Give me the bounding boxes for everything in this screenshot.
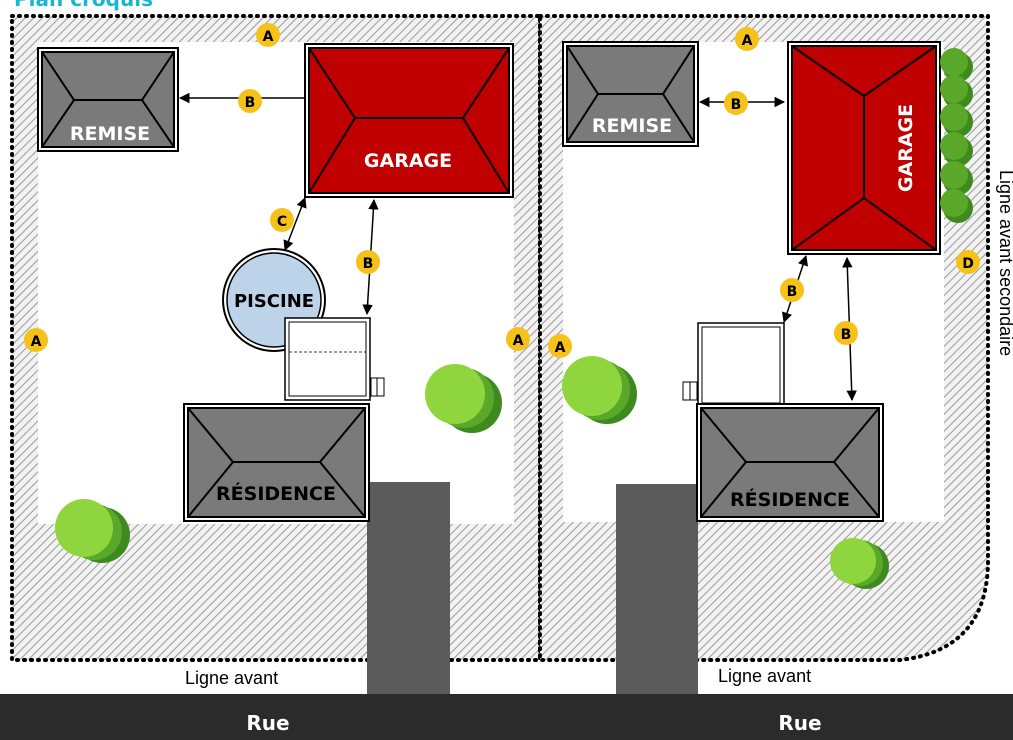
front-line-label-right: Ligne avant [718,666,811,686]
right-residence-label: RÉSIDENCE [730,488,850,511]
arrow-c-garage-pool [283,197,307,251]
secondary-front-line-label: Ligne avant secondaire [996,170,1013,356]
right-shed: REMISE [562,41,699,147]
front-line-label-left: Ligne avant [185,668,278,688]
svg-text:A: A [31,334,42,350]
marker-b-right-shed: B [724,91,748,115]
left-driveway [367,482,450,694]
svg-text:B: B [245,95,256,111]
left-garage: GARAGE [304,43,514,198]
marker-c-pool: C [270,208,294,232]
right-deck [682,322,785,408]
marker-b-left-garage-deck: B [356,250,380,274]
left-residence: RÉSIDENCE [183,403,370,522]
hedge-right [940,48,973,223]
right-driveway [616,484,698,694]
shrub-right-middle [562,356,637,424]
svg-text:A: A [513,333,524,349]
marker-b-right-garage-residence: B [834,321,858,345]
right-garage: GARAGE [787,41,941,255]
svg-text:B: B [731,97,742,113]
left-shed-label: REMISE [70,123,150,145]
svg-text:B: B [841,327,852,343]
svg-text:A: A [742,33,753,49]
marker-a-right-top: A [735,27,759,51]
street-road [0,694,1013,740]
shrub-right-bottom [830,538,889,589]
svg-text:B: B [787,284,798,300]
svg-text:C: C [277,214,287,230]
marker-a-right-side: A [548,334,572,358]
marker-d-hedge: D [956,250,980,274]
svg-text:A: A [555,340,566,356]
left-garage-label: GARAGE [364,150,452,172]
shrub-left-bottom [55,499,130,563]
right-shed-label: REMISE [592,115,672,137]
right-residence: RÉSIDENCE [696,403,884,522]
svg-text:A: A [263,29,274,45]
pool-label: PISCINE [234,291,314,312]
marker-a-left-side: A [24,328,48,352]
right-lot-boundary [538,14,990,662]
street-label-left: Rue [246,711,289,735]
marker-a-left-top: A [256,23,280,47]
left-residence-label: RÉSIDENCE [216,482,336,505]
left-deck [284,317,385,401]
svg-text:B: B [363,256,374,272]
plan-title: Plan croquis [14,0,153,11]
right-garage-label: GARAGE [895,104,917,192]
marker-a-left-right-side: A [506,327,530,351]
marker-b-right-deck: B [780,278,804,302]
street-label-right: Rue [778,711,821,735]
marker-b-left-shed: B [238,89,262,113]
left-shed: REMISE [37,47,179,152]
svg-text:D: D [962,256,974,272]
shrub-left-middle [425,364,502,433]
